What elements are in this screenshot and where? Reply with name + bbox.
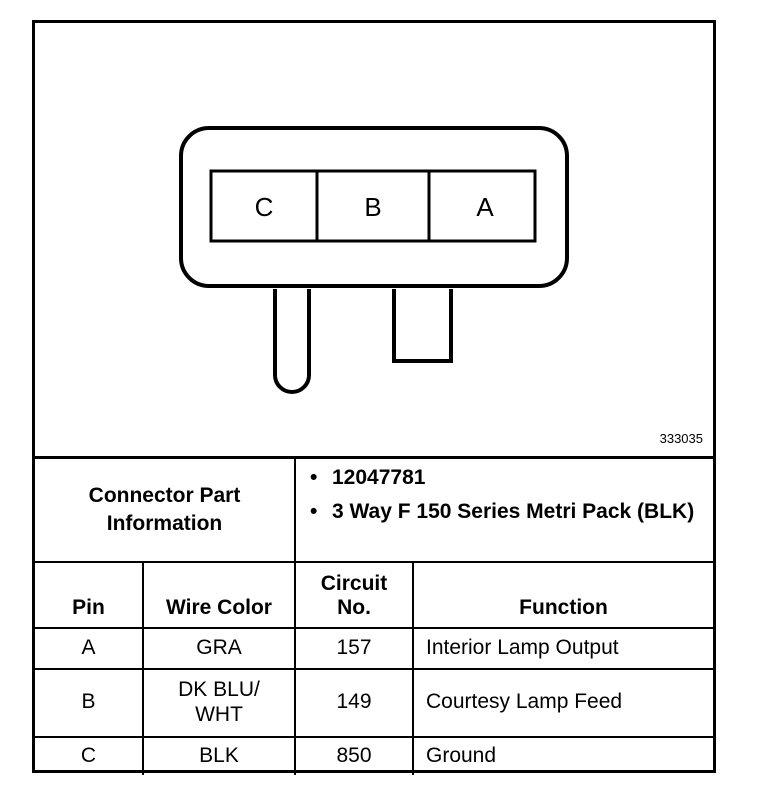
cell-pin: C (35, 735, 144, 775)
cell-circuit: 149 (294, 667, 414, 738)
table-row: A GRA 157 Interior Lamp Output (35, 626, 714, 670)
connector-info-label: Connector Part Information (35, 456, 296, 563)
table-row: B DK BLU/ WHT 149 Courtesy Lamp Feed (35, 667, 714, 738)
keying-post (392, 289, 453, 363)
info-label-line: Connector Part (88, 484, 241, 508)
connector-info-row: Connector Part Information 12047781 3 Wa… (35, 456, 714, 563)
pin-label-c: C (255, 192, 274, 222)
wire-color-line: WHT (195, 702, 243, 726)
connector-drawing: C B A (179, 126, 569, 394)
diagram-frame: C B A 333035 Connector Part Information … (32, 20, 716, 775)
table-header-row: Pin Wire Color Circuit No. Function (35, 560, 714, 629)
cell-function: Ground (411, 735, 714, 775)
wire-color-line: GRA (196, 635, 242, 659)
info-label-line: Information (106, 511, 223, 535)
connector-description: 3 Way F 150 Series Metri Pack (BLK) (304, 499, 705, 526)
cell-circuit: 850 (294, 735, 414, 775)
pin-label-a: A (476, 192, 494, 222)
connector-info-list: 12047781 3 Way F 150 Series Metri Pack (… (293, 456, 714, 563)
pin-label-b: B (364, 192, 381, 222)
header-pin: Pin (35, 560, 144, 629)
part-number: 12047781 (304, 465, 705, 492)
header-circuit-line: Circuit (320, 572, 388, 596)
cell-wire-color: DK BLU/ WHT (142, 667, 296, 738)
figure-id: 333035 (659, 431, 703, 446)
cell-pin: B (35, 667, 144, 738)
cell-wire-color: BLK (142, 735, 296, 775)
connector-body (179, 126, 569, 288)
connector-table: Connector Part Information 12047781 3 Wa… (35, 456, 714, 775)
locking-tab (273, 289, 311, 394)
cell-wire-color: GRA (142, 626, 296, 670)
header-function: Function (411, 560, 714, 629)
pin-cavity-box (209, 169, 537, 243)
header-circuit-line: No. (337, 596, 371, 620)
header-circuit: Circuit No. (294, 560, 414, 629)
table-row: C BLK 850 Ground (35, 735, 714, 775)
cell-circuit: 157 (294, 626, 414, 670)
cell-function: Interior Lamp Output (411, 626, 714, 670)
wire-color-line: BLK (199, 743, 239, 767)
connector-diagram: C B A 333035 (35, 23, 713, 456)
header-wire-color: Wire Color (142, 560, 296, 629)
cell-function: Courtesy Lamp Feed (411, 667, 714, 738)
wire-color-line: DK BLU/ (178, 678, 260, 702)
cell-pin: A (35, 626, 144, 670)
